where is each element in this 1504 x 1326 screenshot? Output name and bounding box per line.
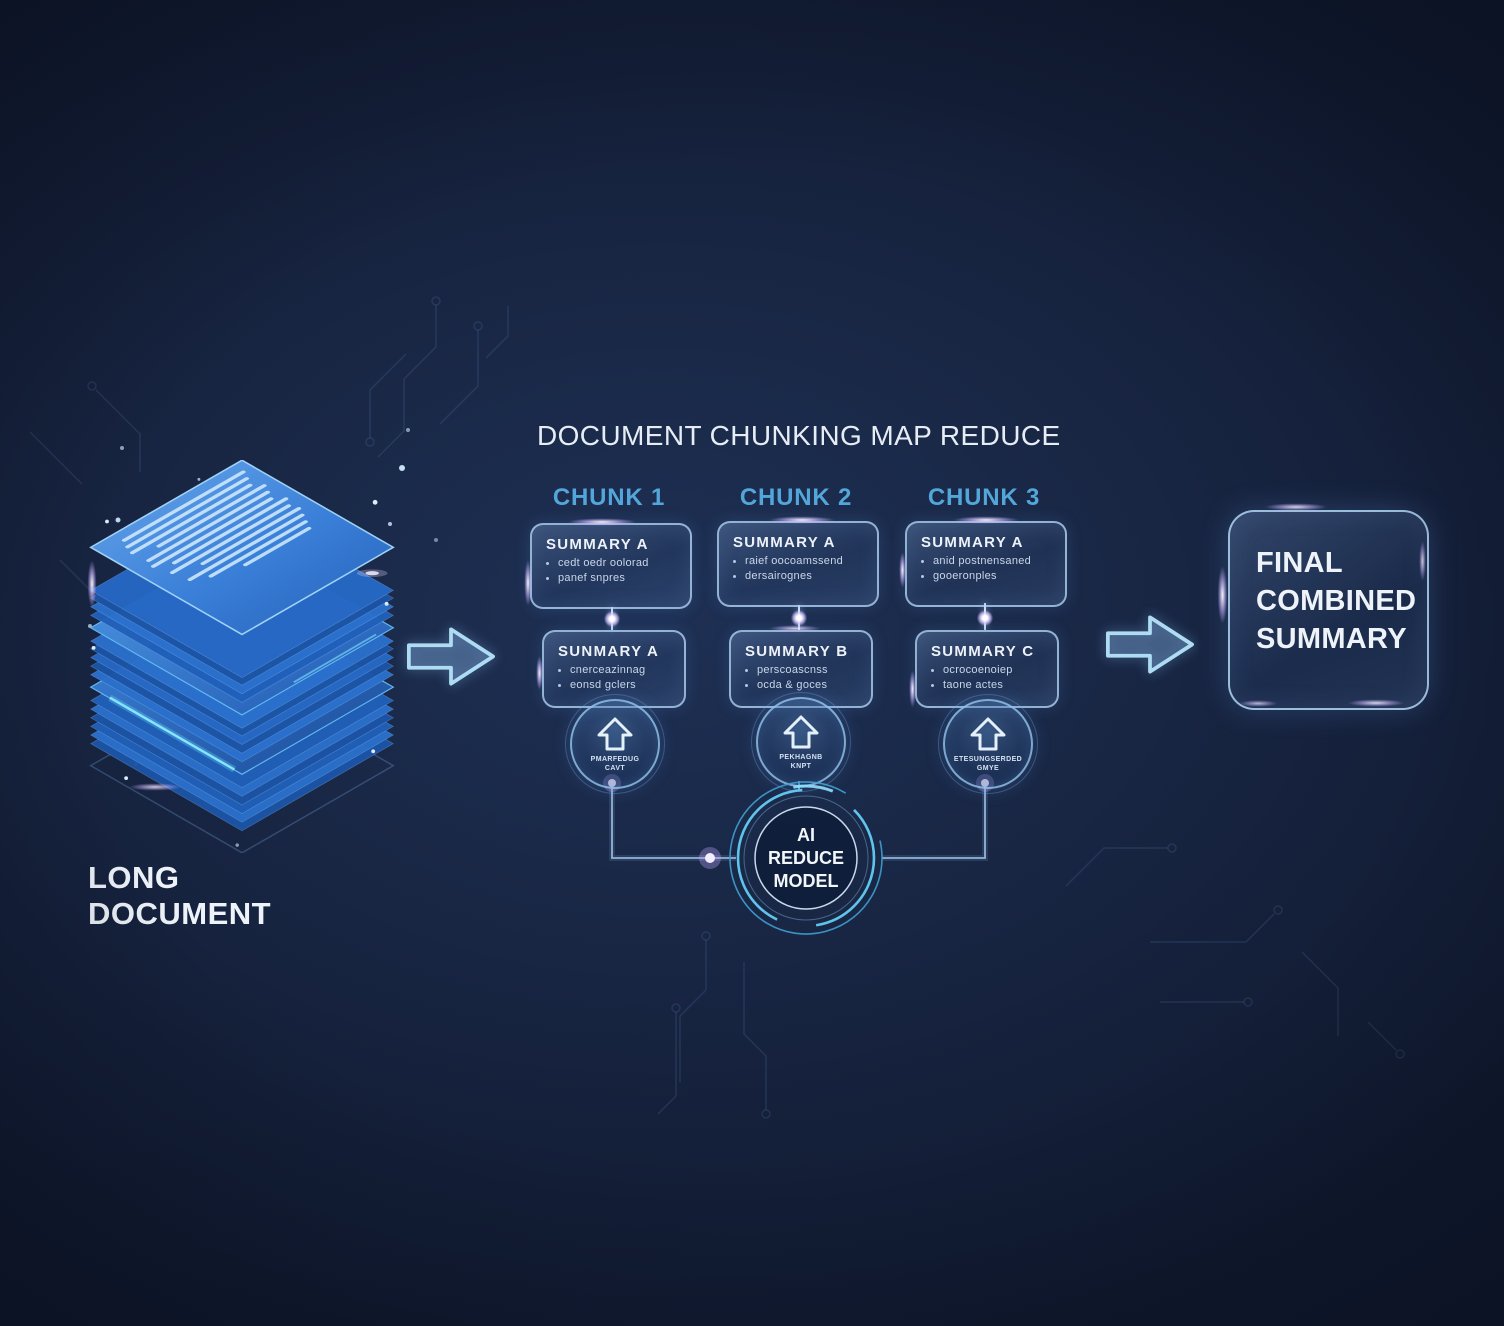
processing-caption: PEKHAGNB KNPT <box>779 753 823 770</box>
chunk-3-label: CHUNK 3 <box>927 484 1041 511</box>
chunk-3-box-connector <box>984 603 986 630</box>
bullet-item: taone actes <box>943 678 1057 693</box>
processing-caption: PMARFEDUG CAVT <box>590 755 640 772</box>
ai-reduce-model-circle: AI REDUCE MODEL <box>722 774 890 942</box>
reduce-summary-title: SUMMARY B <box>745 643 849 660</box>
reduce-summary-bullets: ocrocoenoiep taone actes <box>917 663 1057 693</box>
map-summary-title: SUMMARY A <box>546 536 649 553</box>
chunk-3-map-summary-box: SUMMARY A anid postnensaned gooeronples <box>905 521 1067 607</box>
diagram-title: DOCUMENT CHUNKING MAP REDUCE <box>537 420 1061 451</box>
bullet-item: perscoascnss <box>757 663 871 678</box>
right-block-arrow-icon <box>1106 615 1194 674</box>
map-summary-bullets: raief oocoamssend dersairognes <box>719 554 877 584</box>
up-arrow-icon <box>597 717 633 750</box>
reduce-summary-title: SUNMARY A <box>558 643 660 660</box>
bullet-item: panef snpres <box>558 571 690 586</box>
chunk-2-label: CHUNK 2 <box>739 484 853 511</box>
map-summary-bullets: cedt oedr oolorad panef snpres <box>532 556 690 586</box>
final-summary-box: FINAL COMBINED SUMMARY <box>1228 510 1429 710</box>
bullet-item: eonsd gclers <box>570 678 684 693</box>
chunk-1-processing-circle: PMARFEDUG CAVT <box>565 694 665 794</box>
top-document-sheet <box>89 460 395 636</box>
document-stack-icon <box>89 460 395 853</box>
processing-caption: ETESUNGSERDED GMYE <box>953 755 1023 772</box>
up-arrow-icon <box>970 717 1006 750</box>
bullet-item: cedt oedr oolorad <box>558 556 690 571</box>
chunk-1-box-connector <box>611 607 613 630</box>
bullet-item: ocrocoenoiep <box>943 663 1057 678</box>
chunk-3-processing-circle: ETESUNGSERDED GMYE <box>938 694 1038 794</box>
ai-model-rings <box>729 781 883 935</box>
map-summary-title: SUMMARY A <box>921 534 1024 551</box>
stack-sparkles <box>91 477 389 847</box>
bullet-item: cnerceazinnag <box>570 663 684 678</box>
final-summary-label: FINAL COMBINED SUMMARY <box>1256 547 1417 655</box>
bullet-item: ocda & goces <box>757 678 871 693</box>
map-summary-title: SUMMARY A <box>733 534 836 551</box>
bullet-item: gooeronples <box>933 569 1065 584</box>
bullet-item: dersairognes <box>745 569 877 584</box>
ai-reduce-model-label: AI REDUCE MODEL <box>767 824 844 891</box>
chunk-3-reduce-summary-box: SUMMARY C ocrocoenoiep taone actes <box>915 630 1059 708</box>
bullet-item: anid postnensaned <box>933 554 1065 569</box>
chunk-1-map-summary-box: SUMMARY A cedt oedr oolorad panef snpres <box>530 523 692 609</box>
bullet-item: raief oocoamssend <box>745 554 877 569</box>
chunk-2-box-connector <box>798 605 800 630</box>
reduce-summary-bullets: cnerceazinnag eonsd gclers <box>544 663 684 693</box>
map-summary-bullets: anid postnensaned gooeronples <box>907 554 1065 584</box>
chunk-1-label: CHUNK 1 <box>552 484 666 511</box>
long-document-label: LONG DOCUMENT <box>88 860 272 931</box>
reduce-summary-title: SUMMARY C <box>931 643 1035 660</box>
reduce-summary-bullets: perscoascnss ocda & goces <box>731 663 871 693</box>
document-text-lines <box>121 470 312 581</box>
up-arrow-icon <box>783 715 819 748</box>
chunk-2-map-summary-box: SUMMARY A raief oocoamssend dersairognes <box>717 521 879 607</box>
right-block-arrow-icon <box>407 627 495 686</box>
